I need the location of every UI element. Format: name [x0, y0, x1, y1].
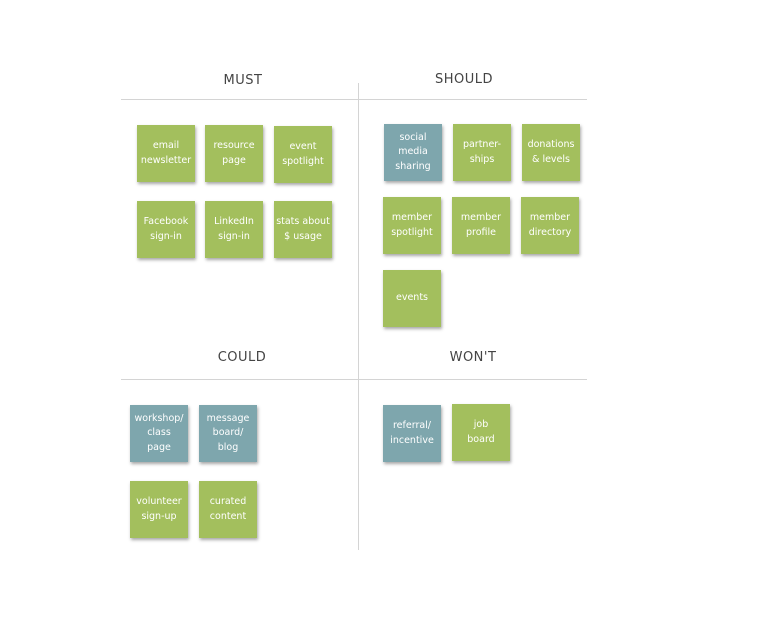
sticky-note: job board: [452, 404, 510, 461]
sticky-note: member directory: [521, 197, 579, 254]
sticky-note: LinkedIn sign-in: [205, 201, 263, 258]
sticky-note: curated content: [199, 481, 257, 538]
must-heading: MUST: [223, 73, 263, 88]
sticky-note: event spotlight: [274, 126, 332, 183]
middle-divider: [121, 379, 587, 380]
sticky-note: events: [383, 270, 441, 327]
sticky-note: Facebook sign-in: [137, 201, 195, 258]
sticky-note: message board/ blog: [199, 405, 257, 462]
sticky-note: stats about $ usage: [274, 201, 332, 258]
sticky-note: partner- ships: [453, 124, 511, 181]
sticky-note: email newsletter: [137, 125, 195, 182]
sticky-note: social media sharing: [384, 124, 442, 181]
sticky-note: donations & levels: [522, 124, 580, 181]
sticky-note: member spotlight: [383, 197, 441, 254]
should-heading: SHOULD: [434, 72, 494, 87]
sticky-note: resource page: [205, 125, 263, 182]
sticky-note: volunteer sign-up: [130, 481, 188, 538]
sticky-note: workshop/ class page: [130, 405, 188, 462]
could-heading: COULD: [217, 350, 267, 365]
sticky-note: member profile: [452, 197, 510, 254]
sticky-note: referral/ incentive: [383, 405, 441, 462]
top-divider: [121, 99, 587, 100]
wont-heading: WON'T: [449, 350, 497, 365]
vertical-divider: [358, 83, 359, 550]
